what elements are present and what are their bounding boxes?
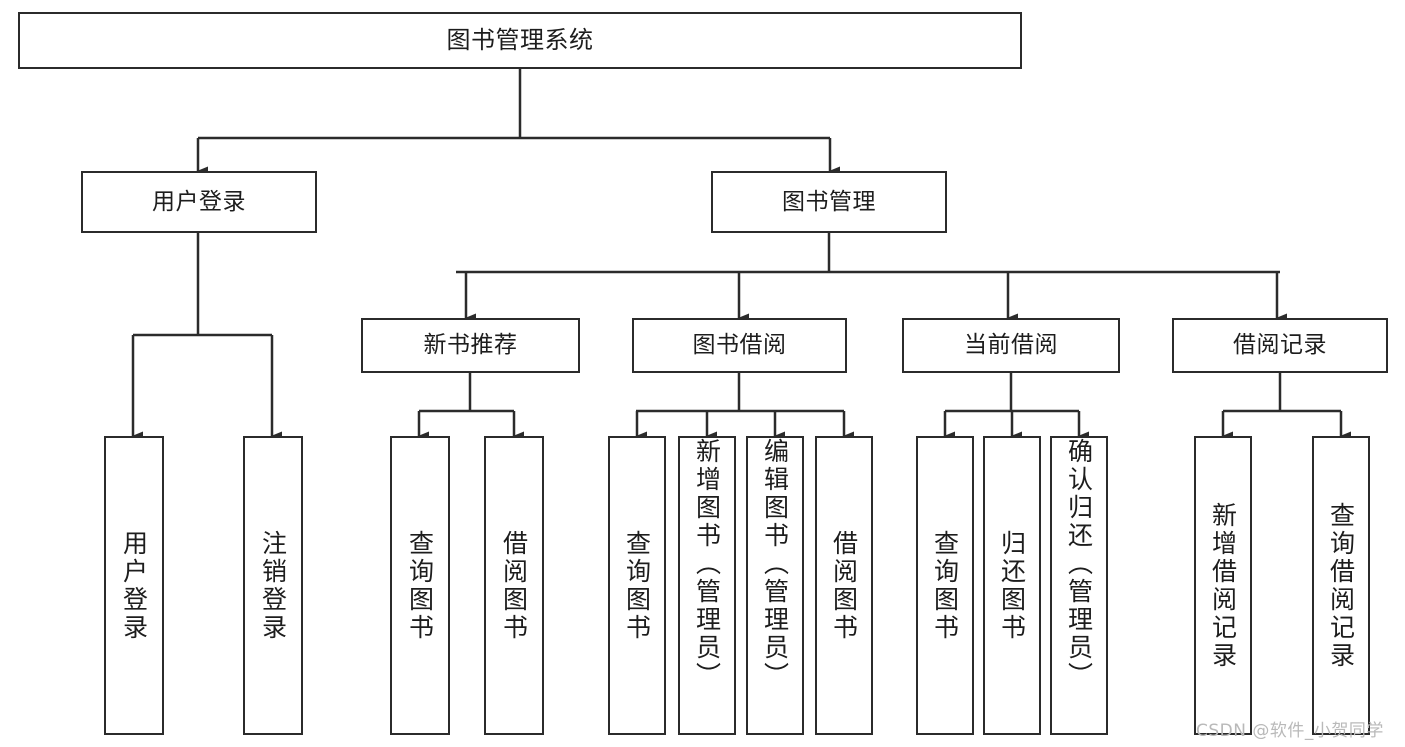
node-label-leaf-add-book: 新增图书（管理员） [692,438,722,690]
node-book-borrow: 图书借阅 [632,318,847,373]
node-label-leaf-user-login: 用户登录 [119,529,149,642]
node-label-book-borrow: 图书借阅 [692,332,787,359]
node-label-current-borrow: 当前借阅 [964,332,1058,359]
node-label-leaf-borrow-book-2: 借阅图书 [829,529,859,642]
node-label-leaf-edit-book: 编辑图书（管理员） [760,438,790,690]
node-label-leaf-borrow-book-1: 借阅图书 [499,529,529,642]
node-leaf-borrow-book-2: 借阅图书 [815,436,873,735]
node-label-book-manage: 图书管理 [782,188,876,215]
node-label-leaf-query-book-1: 查询图书 [405,529,435,642]
node-label-user-login: 用户登录 [152,188,246,215]
node-label-leaf-query-book-2: 查询图书 [622,529,652,642]
node-book-manage: 图书管理 [711,171,947,233]
node-label-leaf-query-book-3: 查询图书 [930,529,960,642]
node-label-new-book-recommend: 新书推荐 [423,332,518,359]
node-leaf-user-logout: 注销登录 [243,436,303,735]
node-leaf-return-book: 归还图书 [983,436,1041,735]
node-new-book-recommend: 新书推荐 [361,318,580,373]
node-leaf-query-book-2: 查询图书 [608,436,666,735]
node-label-root: 图书管理系统 [446,25,594,54]
node-leaf-user-login: 用户登录 [104,436,164,735]
arrow-lines [131,138,1351,441]
node-borrow-record: 借阅记录 [1172,318,1388,373]
node-leaf-edit-book: 编辑图书（管理员） [746,436,804,735]
node-leaf-query-record: 查询借阅记录 [1312,436,1370,735]
node-leaf-borrow-book-1: 借阅图书 [484,436,544,735]
node-label-borrow-record: 借阅记录 [1233,332,1327,359]
bus-lines [133,69,1341,413]
node-label-leaf-add-record: 新增借阅记录 [1208,501,1238,670]
node-leaf-query-book-3: 查询图书 [916,436,974,735]
node-label-leaf-user-logout: 注销登录 [258,529,288,642]
node-leaf-confirm-return: 确认归还（管理员） [1050,436,1108,735]
node-label-leaf-query-record: 查询借阅记录 [1326,501,1356,670]
node-root: 图书管理系统 [18,12,1022,69]
node-current-borrow: 当前借阅 [902,318,1120,373]
node-label-leaf-confirm-return: 确认归还（管理员） [1064,438,1094,690]
node-leaf-add-book: 新增图书（管理员） [678,436,736,735]
node-leaf-add-record: 新增借阅记录 [1194,436,1252,735]
node-label-leaf-return-book: 归还图书 [997,529,1027,642]
node-leaf-query-book-1: 查询图书 [390,436,450,735]
node-user-login: 用户登录 [81,171,317,233]
